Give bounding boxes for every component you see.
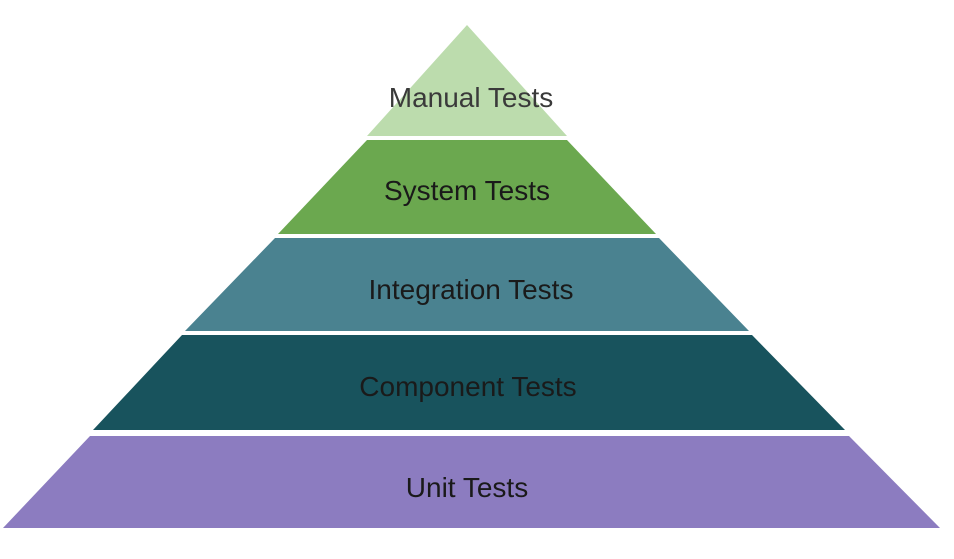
tier-manual-tests — [367, 25, 567, 136]
tier-system-tests-label: System Tests — [384, 175, 550, 206]
tier-manual-tests-label: Manual Tests — [389, 82, 553, 113]
tier-component-tests — [93, 335, 845, 430]
tier-component-tests-label: Component Tests — [359, 371, 576, 402]
tier-unit-tests — [3, 436, 940, 528]
tier-unit-tests-label: Unit Tests — [406, 472, 528, 503]
tier-integration-tests-label: Integration Tests — [369, 274, 574, 305]
tier-integration-tests — [185, 238, 749, 331]
tier-system-tests — [278, 140, 656, 234]
